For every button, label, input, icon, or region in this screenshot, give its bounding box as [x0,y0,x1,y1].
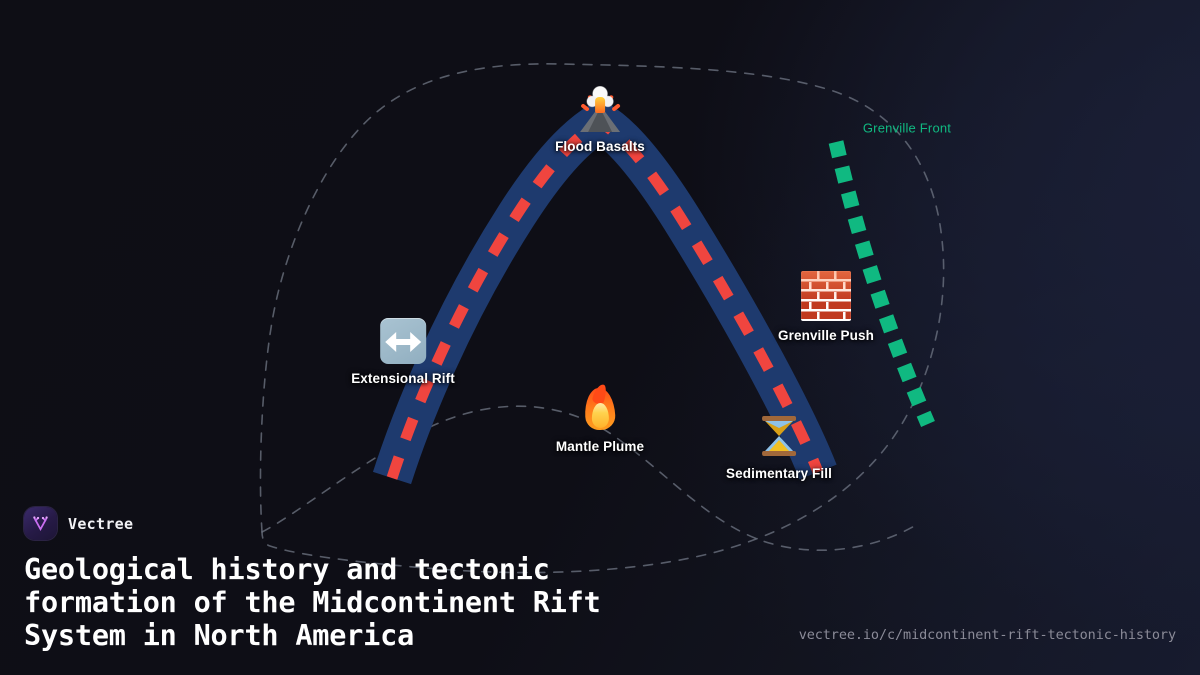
grenville-front-label: Grenville Front [863,121,951,136]
grenville-front-path[interactable] [828,140,935,427]
left-right-arrow-icon [380,318,426,364]
map-node-label: Flood Basalts [555,139,645,154]
map-node-mantle-plume[interactable]: Mantle Plume [555,382,645,454]
footer: Vectree Geological history and tectonic … [24,507,601,653]
brand-row: Vectree [24,507,601,541]
craton-outline-path [259,63,945,574]
map-node-grenville-push[interactable]: Grenville Push [778,271,874,343]
hourglass-icon [756,413,802,459]
volcano-icon [577,86,623,132]
map-node-label: Extensional Rift [351,371,455,386]
vectree-v-tree-icon [24,507,57,541]
source-url: vectree.io/c/midcontinent-rift-tectonic-… [798,627,1176,643]
map-node-label: Mantle Plume [555,439,645,454]
map-node-label: Sedimentary Fill [726,466,832,481]
map-node-label: Grenville Push [778,328,874,343]
brick-wall-icon [801,271,851,321]
page-title: Geological history and tectonic formatio… [24,553,601,653]
craton-inner-arc-path [261,405,919,551]
brand-name: Vectree [68,514,134,533]
fire-icon [577,382,623,432]
grenville-front-label-text: Grenville Front [862,120,952,136]
map-node-extensional-rift[interactable]: Extensional Rift [351,318,455,386]
map-node-sedimentary-fill[interactable]: Sedimentary Fill [726,413,832,481]
map-node-flood-basalts[interactable]: Flood Basalts [555,86,645,154]
